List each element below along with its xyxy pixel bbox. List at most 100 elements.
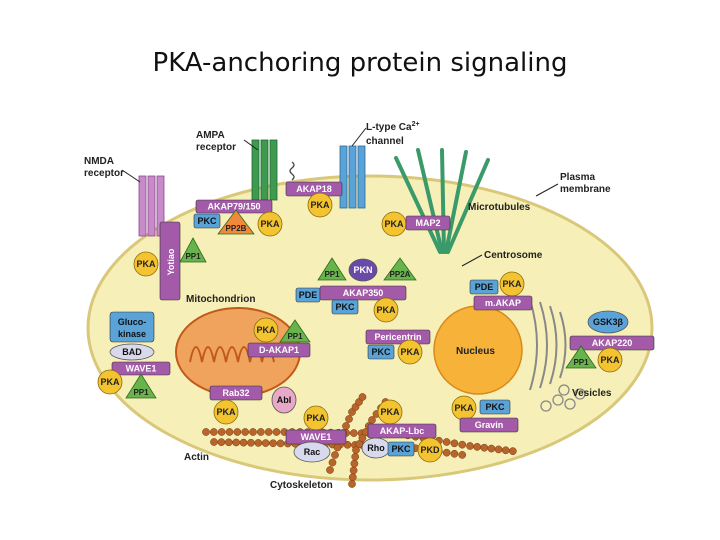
akap220-protein: AKAP220 xyxy=(569,335,655,351)
rho-text: Rho xyxy=(367,443,385,453)
nmda-receptor xyxy=(138,175,165,237)
pkc1-protein: PKC xyxy=(193,213,221,229)
pka_lbc-text: PKA xyxy=(380,407,400,417)
pka_wave2-text: PKA xyxy=(306,413,326,423)
makap-protein: m.AKAP xyxy=(473,295,533,311)
pka_map2-text: PKA xyxy=(384,219,404,229)
map2-protein: MAP2 xyxy=(405,215,451,231)
pkc1-text: PKC xyxy=(197,216,217,226)
l-type-calcium-channel xyxy=(339,145,366,209)
pka_akap18-text: PKA xyxy=(310,200,330,210)
pp2a-protein: PP2A xyxy=(383,257,417,281)
pkc3-protein: PKC xyxy=(367,344,395,360)
pde1-protein: PDE xyxy=(295,287,321,303)
centrosome-label: Centrosome xyxy=(484,250,543,261)
akap79-text: AKAP79/150 xyxy=(207,202,260,212)
channel-label: channel xyxy=(366,136,404,147)
akap350-protein: AKAP350 xyxy=(319,285,407,301)
nmda-label: NMDA xyxy=(84,156,114,167)
pde2-text: PDE xyxy=(475,282,494,292)
pp1_akap220-text: PP1 xyxy=(573,358,589,367)
ampa-receptor-label: receptor xyxy=(196,142,236,153)
abl-protein: Abl xyxy=(271,386,297,414)
squiggle-icon xyxy=(289,161,295,181)
pkd-text: PKD xyxy=(420,445,440,455)
pp1_akap350-protein: PP1 xyxy=(317,257,347,281)
akap18-protein: AKAP18 xyxy=(285,181,343,197)
bad-protein: BAD xyxy=(109,343,155,361)
pka1-protein: PKA xyxy=(257,211,283,237)
yotiao-protein: Yotiao xyxy=(159,221,181,301)
pde1-text: PDE xyxy=(299,290,318,300)
vesicles xyxy=(540,384,586,412)
wave1a-text: WAVE1 xyxy=(126,364,157,374)
akap18-text: AKAP18 xyxy=(296,184,332,194)
abl-text: Abl xyxy=(277,395,292,405)
pkc3-text: PKC xyxy=(371,347,391,357)
rab32-protein: Rab32 xyxy=(209,385,263,401)
map2-text: MAP2 xyxy=(415,218,440,228)
pp1_akap220-protein: PP1 xyxy=(565,345,597,369)
pka_wave-text: PKA xyxy=(100,377,120,387)
pka_wave2-protein: PKA xyxy=(303,405,329,431)
pp1_wave-text: PP1 xyxy=(133,388,149,397)
pkc4-protein: PKC xyxy=(387,441,415,457)
pka_gravin-text: PKA xyxy=(454,403,474,413)
pka_lbc-protein: PKA xyxy=(377,399,403,425)
pp1_akap350-text: PP1 xyxy=(324,270,340,279)
pp1_wave-protein: PP1 xyxy=(125,373,157,399)
akap220-text: AKAP220 xyxy=(592,338,633,348)
ltype-label: L-type Ca2+ xyxy=(366,121,420,133)
microtubules-label: Microtubules xyxy=(468,202,531,213)
actin-label: Actin xyxy=(184,452,209,463)
pka_peri-protein: PKA xyxy=(397,339,423,365)
akaplbc-text: AKAP-Lbc xyxy=(380,426,425,436)
pp2b-text: PP2B xyxy=(226,224,247,233)
yotiao-text: Yotiao xyxy=(166,248,176,275)
pka_peri-text: PKA xyxy=(400,347,420,357)
pp1_dakap-protein: PP1 xyxy=(279,319,311,343)
pka_akap350-protein: PKA xyxy=(373,297,399,323)
akaplbc-protein: AKAP-Lbc xyxy=(367,423,437,439)
gluco1-text: Gluco- xyxy=(118,317,147,327)
pkc2-protein: PKC xyxy=(331,299,359,315)
akap79-protein: AKAP79/150 xyxy=(195,199,273,214)
golgi-membranes xyxy=(529,299,567,391)
pka_akap220-text: PKA xyxy=(600,355,620,365)
pericentrin-text: Pericentrin xyxy=(374,332,421,342)
gravin-text: Gravin xyxy=(475,420,504,430)
pka_akap350-text: PKA xyxy=(376,305,396,315)
membrane-label: membrane xyxy=(560,184,611,195)
pkc2-text: PKC xyxy=(335,302,355,312)
plasma-label: Plasma xyxy=(560,172,595,183)
wave1a-protein: WAVE1 xyxy=(111,361,171,376)
pkc4-text: PKC xyxy=(391,444,411,454)
mitochondrion-label: Mitochondrion xyxy=(186,294,255,305)
pka_gravin-protein: PKA xyxy=(451,395,477,421)
pp1_yotiao-text: PP1 xyxy=(185,252,201,261)
pkc5-protein: PKC xyxy=(479,399,511,415)
nucleus-label: Nucleus xyxy=(456,346,495,357)
pka_dakap-text: PKA xyxy=(256,325,276,335)
dakap1-text: D-AKAP1 xyxy=(259,345,299,355)
pka_akap220-protein: PKA xyxy=(597,347,623,373)
slide-title: PKA-anchoring protein signaling xyxy=(152,48,568,78)
rac-text: Rac xyxy=(304,447,321,457)
pde2-protein: PDE xyxy=(469,279,499,295)
ampa-label: AMPA xyxy=(196,130,225,141)
rho-protein: Rho xyxy=(361,437,391,459)
bad-text: BAD xyxy=(122,347,142,357)
gravin-protein: Gravin xyxy=(459,417,519,433)
pp1_dakap-text: PP1 xyxy=(287,332,303,341)
gsk3b-text: GSK3β xyxy=(593,317,624,327)
pp2b-protein: PP2B xyxy=(217,209,255,235)
rab32-text: Rab32 xyxy=(222,388,249,398)
microtubules xyxy=(394,148,490,254)
pka_yotiao-protein: PKA xyxy=(133,251,159,277)
pkc5-text: PKC xyxy=(485,402,505,412)
pkn-text: PKN xyxy=(353,265,372,275)
dakap1-protein: D-AKAP1 xyxy=(247,342,311,358)
pka_map2-protein: PKA xyxy=(381,211,407,237)
